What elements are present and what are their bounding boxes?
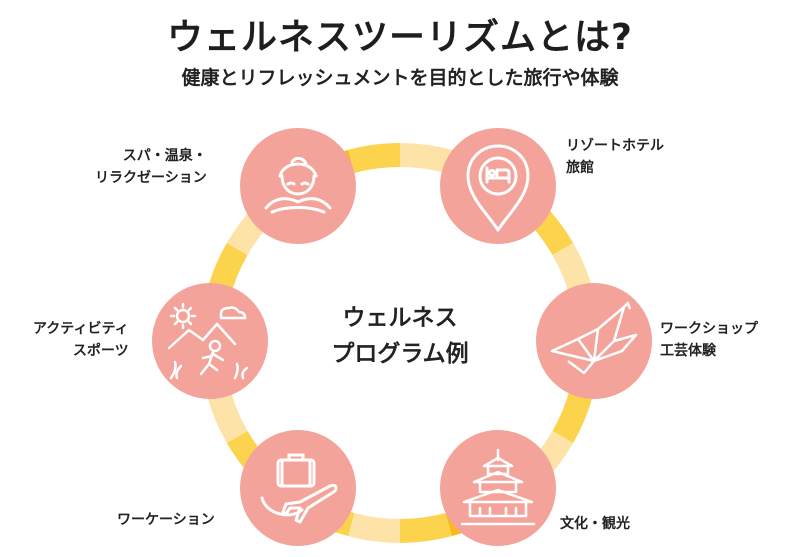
ring-segment <box>348 512 401 543</box>
spa-woman-icon <box>264 156 332 214</box>
spa-label: スパ・温泉・ リラクゼーション <box>95 145 207 189</box>
page-subtitle: 健康とリフレッシュメントを目的とした旅行や体験 <box>181 67 619 89</box>
culture-node[interactable] <box>440 430 556 546</box>
resort-hotel-label-line2: 旅館 <box>566 160 594 176</box>
workshop-node[interactable] <box>536 283 652 399</box>
workshop-label-line1: ワークショップ <box>660 321 758 337</box>
hiking-activity-icon <box>167 302 249 380</box>
workshop-label-line2: 工芸体験 <box>660 343 716 359</box>
resort-hotel-label-line1: リゾートホテル <box>566 138 664 154</box>
center-label-line2: プログラム例 <box>331 341 469 367</box>
resort-hotel-node[interactable] <box>440 128 556 244</box>
workshop-label: ワークショップ 工芸体験 <box>660 318 758 362</box>
spa-node[interactable] <box>240 128 356 244</box>
hotel-bed-pin-icon <box>466 144 530 232</box>
culture-label-line1: 文化・観光 <box>560 516 630 532</box>
spa-label-line2: リラクゼーション <box>95 170 207 186</box>
pagoda-temple-icon <box>460 448 536 526</box>
ring-segment <box>348 143 401 174</box>
culture-label: 文化・観光 <box>560 513 630 535</box>
activity-label-line1: アクティビティ <box>33 321 129 337</box>
origami-crane-icon <box>550 301 638 375</box>
activity-label-line2: スポーツ <box>72 343 129 359</box>
ring-segment <box>552 388 594 443</box>
workation-label-line1: ワーケーション <box>117 512 215 528</box>
resort-hotel-label: リゾートホテル 旅館 <box>566 135 664 179</box>
activity-label: アクティビティ スポーツ <box>33 318 129 362</box>
suitcase-airplane-icon <box>260 453 338 524</box>
spa-label-line1: スパ・温泉・ <box>122 148 207 164</box>
ring-segment <box>399 143 452 174</box>
ring-segment <box>206 388 248 443</box>
page-title: ウェルネスツーリズムとは? <box>167 17 633 58</box>
ring-segment <box>399 512 452 543</box>
center-label-line1: ウェルネス <box>342 305 458 331</box>
activity-node[interactable] <box>152 283 268 399</box>
center-label: ウェルネス プログラム例 <box>315 300 485 372</box>
workation-node[interactable] <box>240 430 356 546</box>
workation-label: ワーケーション <box>117 509 215 531</box>
